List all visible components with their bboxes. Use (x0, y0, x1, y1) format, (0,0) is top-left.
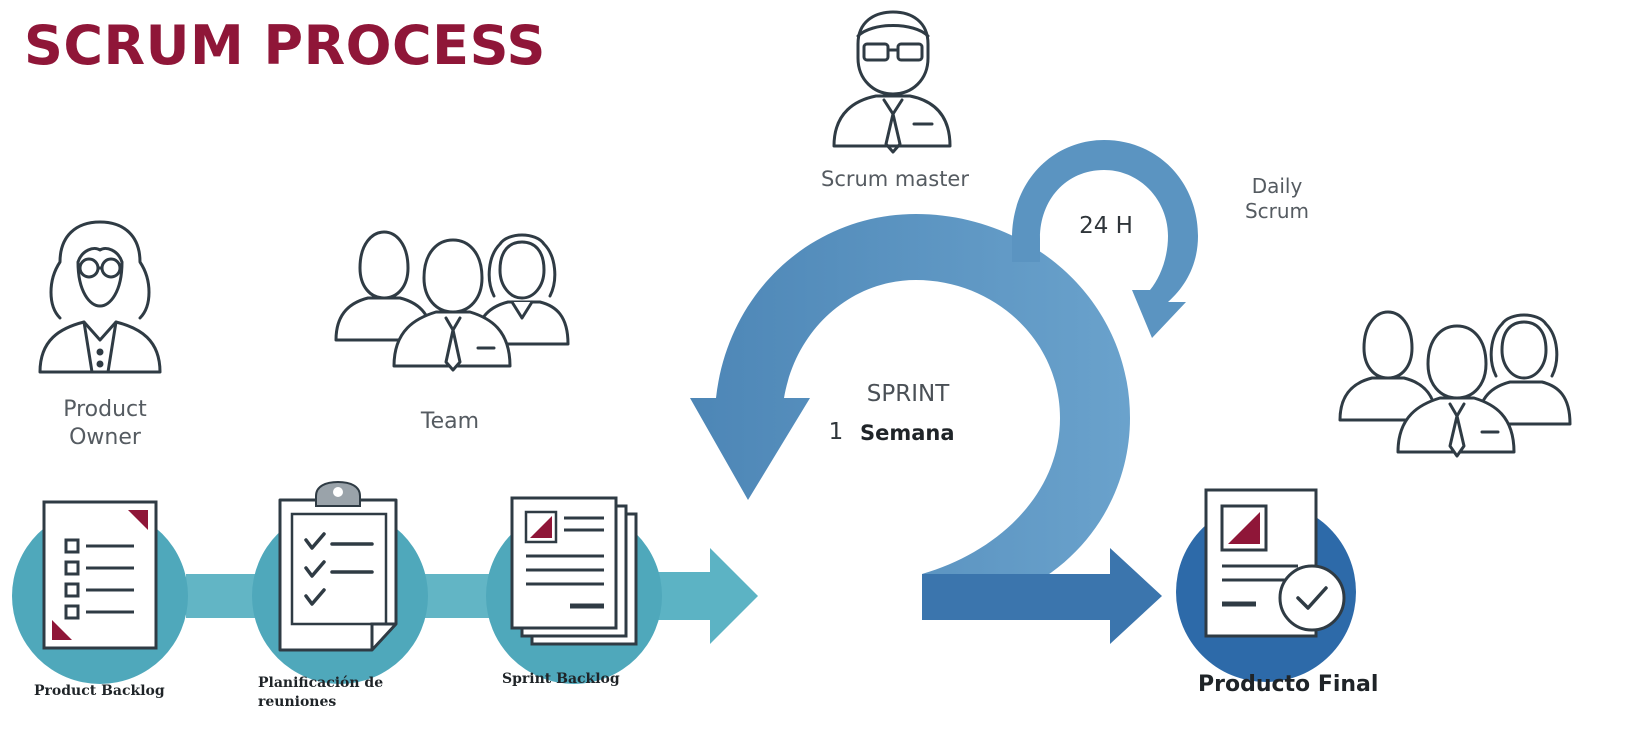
final-team-icon (1338, 310, 1572, 458)
sprint-count: 1 (828, 419, 844, 445)
team-icon (334, 230, 570, 372)
daily-loop-arrow (1012, 140, 1198, 338)
daily-scrum-label: Daily Scrum (1244, 174, 1310, 223)
daily-duration-label: 24 H (1079, 213, 1133, 239)
product-backlog-icon (42, 500, 158, 650)
scrum-master-label: Scrum master (820, 167, 969, 191)
connector-2 (424, 574, 494, 618)
product-owner-label: Product Owner (63, 397, 147, 450)
sprint-cycle-arrow (690, 214, 1130, 612)
product-backlog-label: Product Backlog (34, 683, 165, 699)
connector-1 (186, 574, 256, 618)
product-owner-icon (38, 220, 162, 374)
team-label: Team (420, 409, 480, 434)
sprint-label: SPRINT (866, 381, 950, 407)
planning-clipboard-icon (278, 480, 398, 652)
final-arrow (922, 548, 1162, 644)
scrum-master-icon (832, 10, 952, 154)
final-product-label: Producto Final (1198, 672, 1379, 697)
planning-label: Planificación de reuniones (258, 675, 384, 710)
page-title: SCRUM PROCESS (24, 14, 546, 77)
pipeline-arrow (656, 548, 758, 644)
sprint-backlog-label: Sprint Backlog (502, 671, 620, 687)
final-product-icon (1204, 488, 1346, 638)
sprint-backlog-icon (510, 496, 638, 646)
sprint-duration-unit: Semana (860, 421, 955, 445)
